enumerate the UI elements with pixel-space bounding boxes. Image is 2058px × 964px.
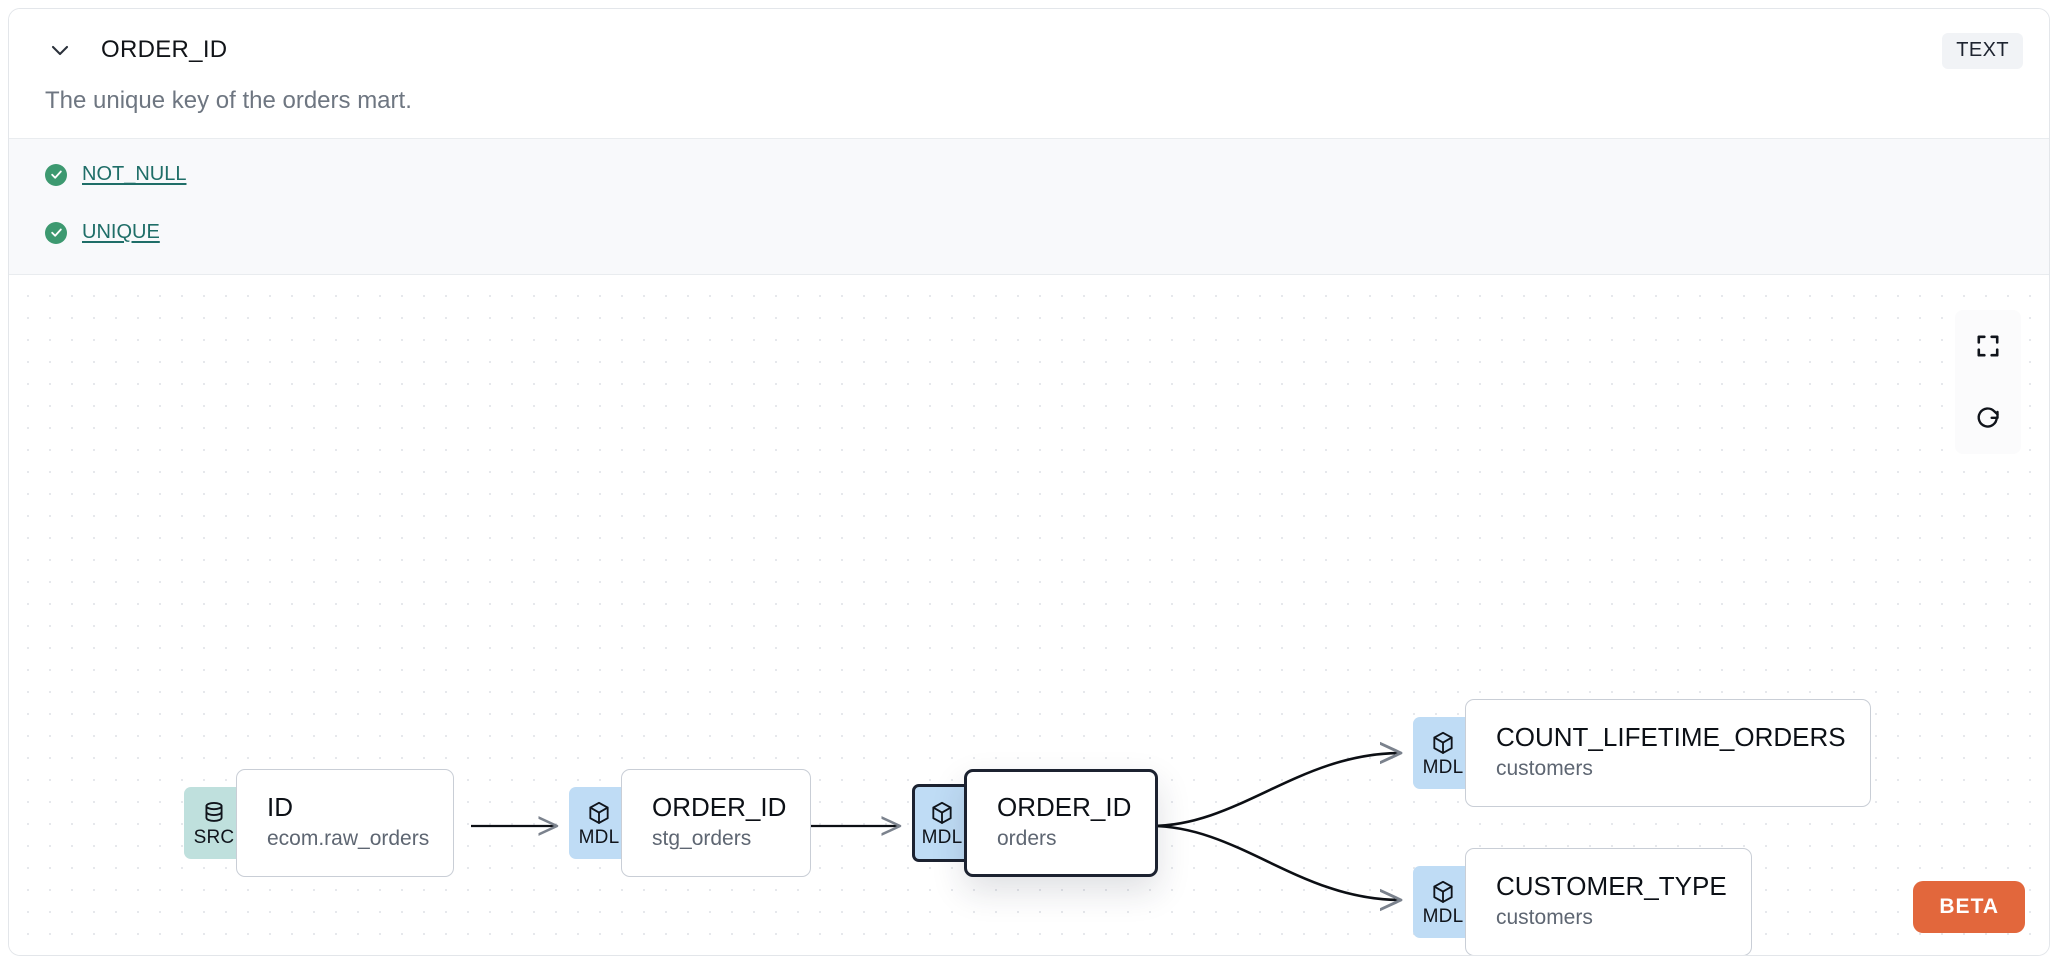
node-table-name: customers — [1496, 757, 1593, 781]
check-circle-icon — [45, 221, 67, 244]
fit-view-icon[interactable] — [1955, 310, 2021, 382]
node-column-name: CUSTOMER_TYPE — [1496, 871, 1727, 902]
node-tag-label: MDL — [1422, 756, 1464, 778]
node-body: CUSTOMER_TYPE customers — [1465, 848, 1752, 955]
node-body: ORDER_ID orders — [964, 769, 1159, 877]
lineage-node-orders-selected[interactable]: MDL ORDER_ID orders — [912, 769, 1159, 877]
column-detail-card: ORDER_ID TEXT The unique key of the orde… — [8, 8, 2050, 956]
node-body: COUNT_LIFETIME_ORDERS customers — [1465, 699, 1871, 807]
node-column-name: ORDER_ID — [652, 792, 787, 823]
cube-icon — [1433, 731, 1453, 754]
column-header: ORDER_ID TEXT The unique key of the orde… — [9, 9, 2049, 138]
node-type-tag: MDL — [1413, 866, 1473, 938]
node-tag-label: SRC — [193, 826, 235, 848]
node-column-name: COUNT_LIFETIME_ORDERS — [1496, 722, 1846, 753]
chevron-down-icon[interactable] — [45, 35, 75, 65]
node-tag-label: MDL — [1422, 905, 1464, 927]
lineage-edges — [471, 275, 2049, 955]
data-type-badge: TEXT — [1942, 33, 2023, 69]
node-tag-label: MDL — [921, 826, 963, 848]
test-link-label[interactable]: NOT_NULL — [82, 163, 187, 185]
node-table-name: customers — [1496, 906, 1593, 930]
node-body: ORDER_ID stg_orders — [621, 769, 812, 877]
node-table-name: ecom.raw_orders — [267, 827, 430, 851]
cube-icon — [932, 801, 952, 824]
column-description: The unique key of the orders mart. — [45, 87, 412, 114]
header-row: ORDER_ID — [9, 33, 2049, 67]
cube-icon — [1433, 880, 1453, 903]
lineage-node-stg-orders[interactable]: MDL ORDER_ID stg_orders — [569, 769, 812, 877]
edge-orders-to-count-lifetime-orders — [1150, 753, 1401, 828]
page-title: ORDER_ID — [101, 36, 228, 63]
node-type-tag: MDL — [1413, 717, 1473, 789]
database-icon — [205, 801, 223, 822]
refresh-icon[interactable] — [1955, 382, 2021, 454]
node-tag-label: MDL — [578, 826, 620, 848]
lineage-node-customer-type[interactable]: MDL CUSTOMER_TYPE customers — [1413, 848, 1752, 955]
node-type-tag: MDL — [569, 787, 629, 859]
test-item-unique[interactable]: UNIQUE — [45, 221, 160, 244]
tests-section: NOT_NULL UNIQUE — [9, 138, 2049, 275]
edge-orders-to-customer-type — [1150, 824, 1401, 900]
node-column-name: ORDER_ID — [997, 792, 1132, 823]
node-table-name: stg_orders — [652, 827, 752, 851]
cube-icon — [589, 801, 609, 824]
node-column-name: ID — [267, 792, 293, 823]
canvas-controls — [1955, 310, 2021, 454]
lineage-node-count-lifetime-orders[interactable]: MDL COUNT_LIFETIME_ORDERS customers — [1413, 699, 1871, 807]
check-circle-icon — [45, 163, 67, 186]
beta-badge[interactable]: BETA — [1913, 881, 2025, 933]
node-body: ID ecom.raw_orders — [236, 769, 455, 877]
test-link-label[interactable]: UNIQUE — [82, 221, 160, 243]
node-type-tag: SRC — [184, 787, 244, 859]
node-type-tag: MDL — [912, 784, 972, 862]
lineage-canvas[interactable]: SRC ID ecom.raw_orders MDL ORDER_ID stg_… — [9, 275, 2049, 955]
node-table-name: orders — [997, 827, 1057, 851]
test-item-not-null[interactable]: NOT_NULL — [45, 163, 186, 186]
lineage-node-src-id[interactable]: SRC ID ecom.raw_orders — [184, 769, 455, 877]
